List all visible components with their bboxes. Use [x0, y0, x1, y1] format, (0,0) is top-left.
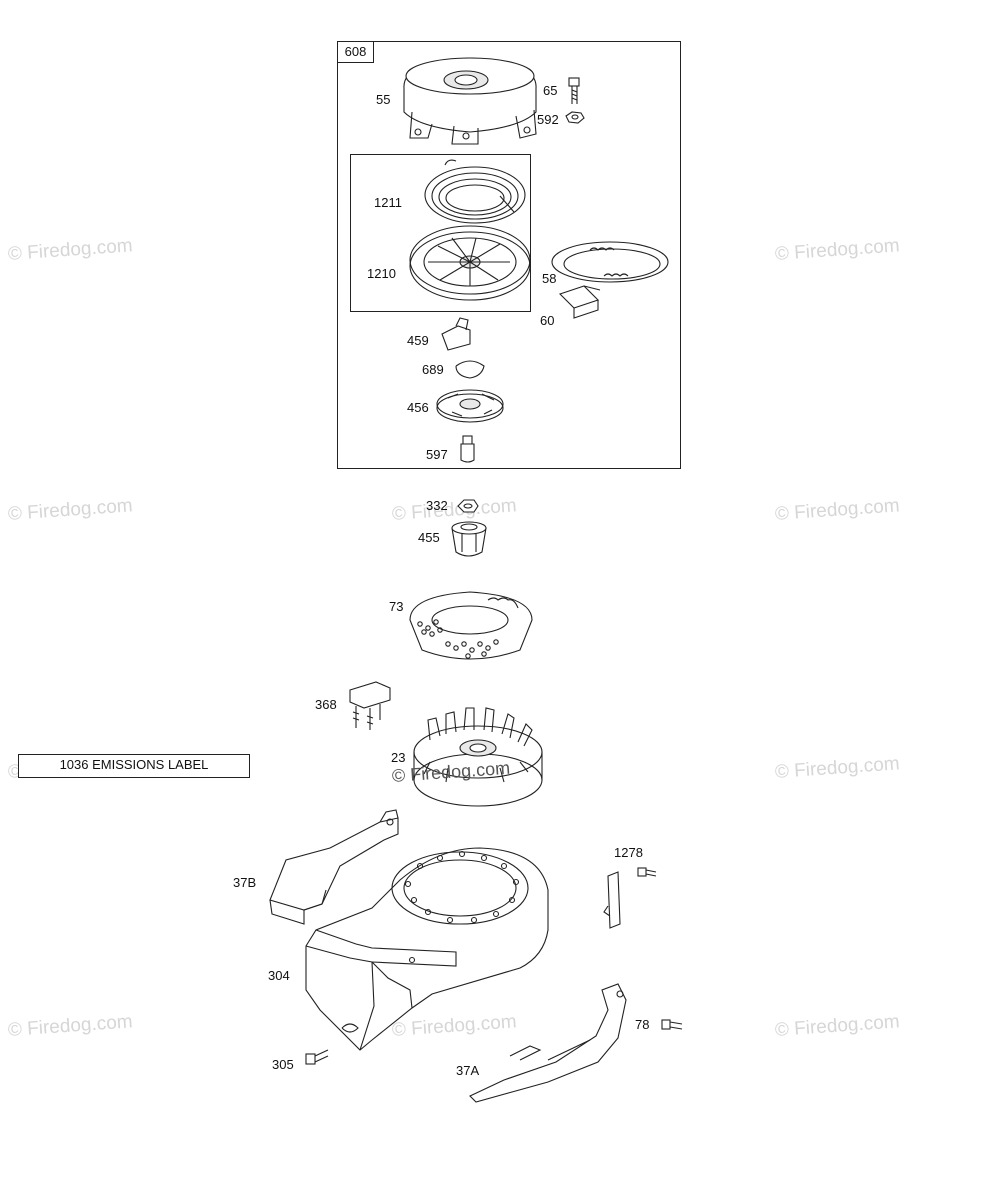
- label-part-456: 456: [407, 400, 429, 415]
- part-1278-clip: [603, 867, 657, 929]
- kit-608-outline: [337, 41, 681, 469]
- label-part-689: 689: [422, 362, 444, 377]
- label-part-65: 65: [543, 83, 558, 98]
- label-part-368: 368: [315, 697, 337, 712]
- part-37A-air-guide: [469, 983, 627, 1103]
- part-597-screw: [460, 435, 475, 463]
- label-part-332: 332: [426, 498, 448, 513]
- part-305-screw: [305, 1049, 329, 1065]
- kit-608-tag: 608: [337, 41, 374, 63]
- part-73-screen: [409, 591, 533, 660]
- label-part-1210: 1210: [367, 266, 396, 281]
- label-part-455: 455: [418, 530, 440, 545]
- part-368-brake: [349, 681, 391, 730]
- label-part-592: 592: [537, 112, 559, 127]
- part-304-blower-housing: [305, 847, 549, 1051]
- part-592-nut: [565, 111, 585, 124]
- label-part-55: 55: [376, 92, 391, 107]
- label-part-305: 305: [272, 1057, 294, 1072]
- label-part-78: 78: [635, 1017, 650, 1032]
- part-689-ring: [455, 360, 485, 379]
- part-455-cup: [451, 521, 487, 557]
- part-37B-air-guide: [269, 809, 399, 925]
- label-part-37B: 37B: [233, 875, 257, 890]
- label-part-304: 304: [268, 968, 290, 983]
- part-332-nut: [457, 499, 479, 513]
- label-part-73: 73: [389, 599, 404, 614]
- label-part-597: 597: [426, 447, 448, 462]
- part-60-handle: [558, 285, 601, 319]
- label-part-58: 58: [542, 271, 557, 286]
- part-1211-spring: [424, 159, 526, 224]
- part-1210-pulley: [409, 225, 531, 301]
- label-part-23: 23: [391, 750, 406, 765]
- label-part-1278: 1278: [614, 845, 643, 860]
- part-459-pawl: [441, 317, 471, 351]
- emissions-label-tag: 1036 EMISSIONS LABEL: [18, 754, 250, 778]
- part-55-starter-housing: [403, 57, 537, 145]
- starter-pulley-subbox: [350, 154, 531, 312]
- part-58-rope: [551, 241, 669, 283]
- part-78-screw: [661, 1019, 683, 1030]
- label-part-37A: 37A: [456, 1063, 480, 1078]
- label-part-1211: 1211: [374, 195, 402, 210]
- part-65-screw: [568, 77, 580, 104]
- label-part-459: 459: [407, 333, 429, 348]
- part-23-flywheel: [413, 707, 543, 807]
- part-456-ratchet: [436, 389, 504, 423]
- label-part-60: 60: [540, 313, 555, 328]
